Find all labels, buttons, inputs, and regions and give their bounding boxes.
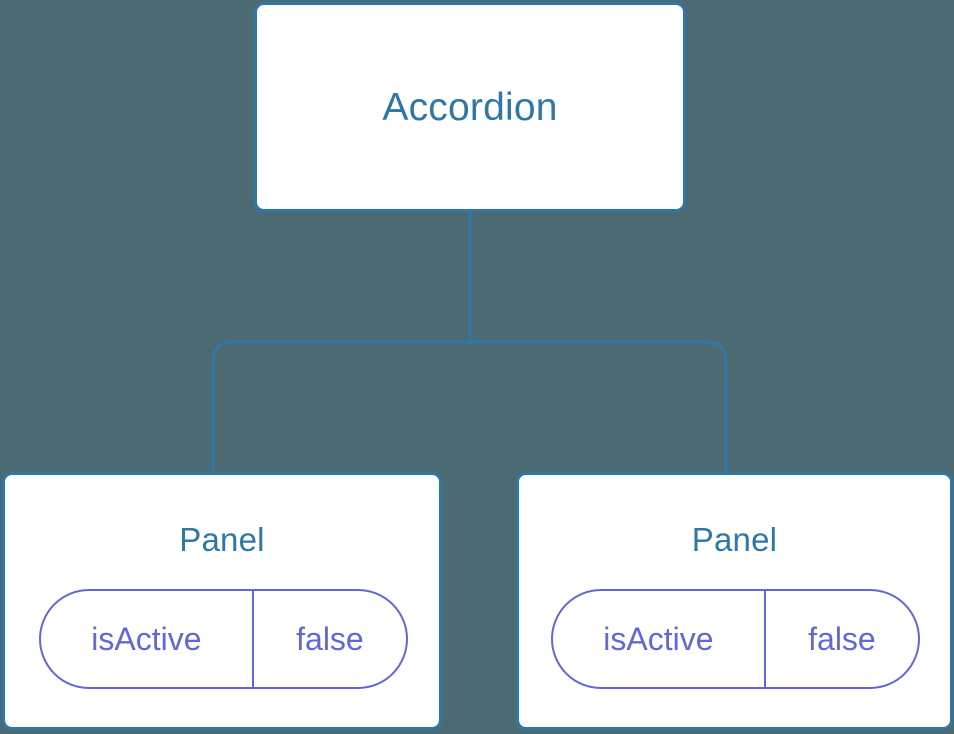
node-accordion[interactable]: Accordion bbox=[254, 2, 686, 212]
link-to-panel-left bbox=[211, 340, 470, 474]
node-panel-right[interactable]: Panel isActive false bbox=[516, 472, 953, 730]
node-panel-left[interactable]: Panel isActive false bbox=[2, 472, 442, 730]
prop-key-is-active-left: isActive bbox=[41, 591, 254, 687]
prop-pill-is-active-left[interactable]: isActive false bbox=[39, 589, 408, 689]
node-accordion-title: Accordion bbox=[382, 85, 558, 129]
prop-value-is-active-right: false bbox=[808, 621, 876, 657]
prop-value-is-active-left: false bbox=[296, 621, 364, 657]
node-panel-left-title: Panel bbox=[179, 521, 265, 558]
prop-pill-is-active-right[interactable]: isActive false bbox=[551, 589, 920, 689]
link-to-panel-right bbox=[470, 340, 728, 474]
node-panel-right-title: Panel bbox=[691, 521, 778, 558]
prop-key-is-active-right: isActive bbox=[553, 591, 766, 687]
